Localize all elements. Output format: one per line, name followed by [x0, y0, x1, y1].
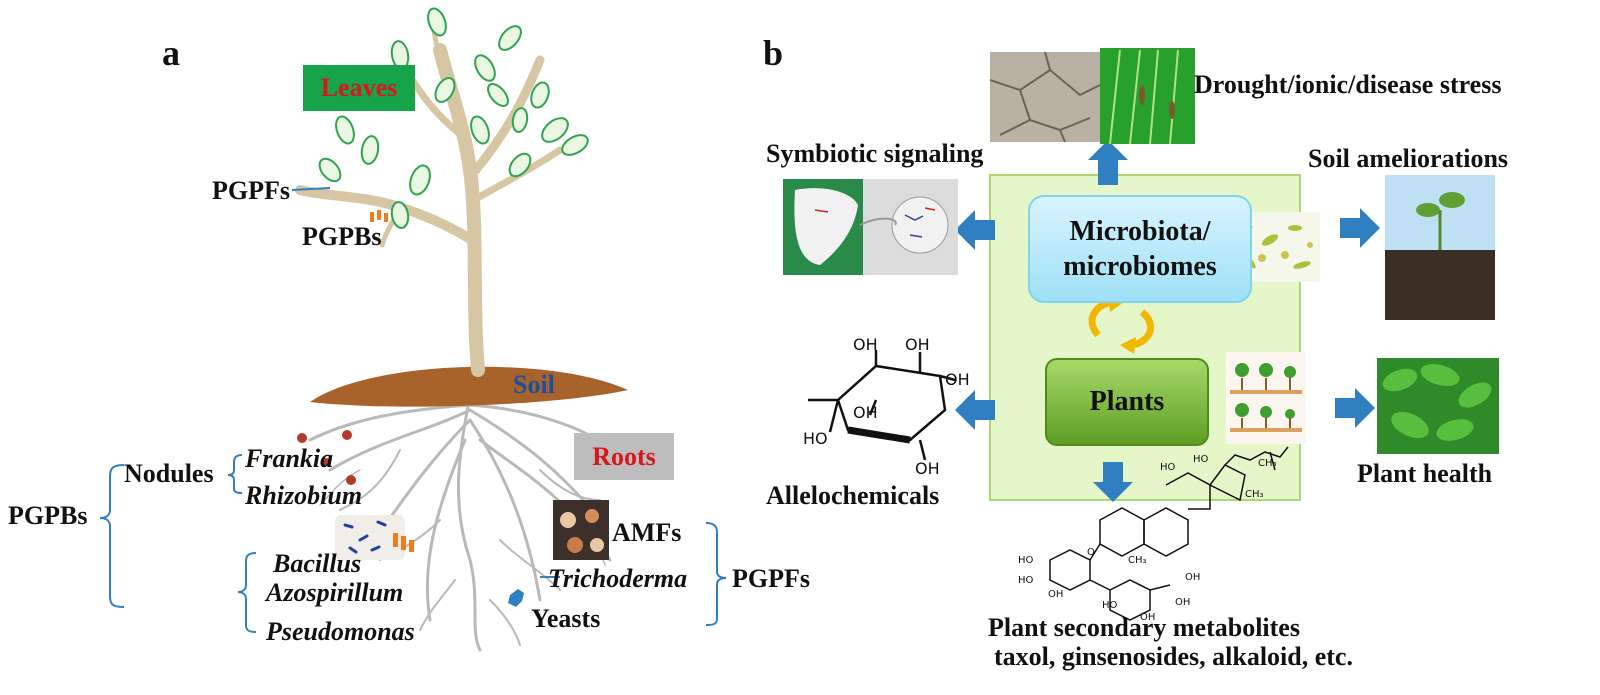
roots-label: Roots [592, 441, 656, 471]
yeasts-label: Yeasts [531, 604, 601, 633]
metabolites-label-line1: Plant secondary metabolites [988, 613, 1300, 642]
svg-text:OH: OH [915, 459, 940, 478]
svg-text:OH: OH [1175, 597, 1190, 608]
drought-stress-label: Drought/ionic/disease stress [1194, 70, 1502, 99]
plants-box: Plants [1045, 358, 1209, 446]
svg-text:HO: HO [1193, 454, 1209, 465]
svg-text:HO: HO [803, 429, 828, 448]
symbiotic-signaling-label: Symbiotic signaling [766, 139, 984, 168]
leaves-label: Leaves [320, 73, 398, 102]
roots-label-box: Roots [574, 433, 674, 480]
drought-photo [989, 48, 1195, 145]
amfs-label: AMFs [612, 518, 682, 547]
svg-text:HO: HO [1102, 600, 1118, 611]
svg-text:OH: OH [853, 335, 878, 354]
metabolite-structure [1049, 446, 1289, 621]
plant-health-photo [1377, 358, 1499, 454]
svg-text:CH₃: CH₃ [1245, 489, 1264, 500]
soil-label: Soil [513, 370, 555, 399]
svg-text:OH: OH [1048, 589, 1063, 600]
svg-text:OH: OH [853, 403, 878, 422]
panel-a-letter: a [162, 33, 180, 73]
flow-arrows [955, 140, 1380, 502]
allelochemicals-label: Allelochemicals [766, 481, 940, 510]
azospirillum-label: Azospirillum [266, 578, 404, 607]
pgpbs-left-label: PGPBs [8, 501, 88, 530]
frankia-label: Frankia [245, 444, 334, 473]
pgpfs-top-pointer [291, 187, 331, 191]
bacillus-label: Bacillus [273, 549, 362, 578]
amf-image [553, 500, 609, 560]
arrow-down-metabolites [1093, 462, 1133, 502]
seedling-photo [1385, 175, 1495, 320]
svg-text:O: O [1087, 547, 1095, 558]
trichoderma-label: Trichoderma [548, 564, 688, 593]
soil-mound [310, 366, 628, 407]
bacteria-cluster-icon [335, 515, 414, 560]
pseudomonas-label: Pseudomonas [266, 617, 415, 646]
yeast-icon [508, 589, 524, 607]
svg-text:CH₃: CH₃ [1128, 555, 1147, 566]
svg-text:CH₃: CH₃ [1258, 458, 1277, 469]
arrow-up-drought [1088, 140, 1128, 185]
soil-ameliorations-label: Soil ameliorations [1308, 144, 1509, 173]
brackets [99, 454, 727, 633]
microbiota-box: Microbiota/ microbiomes [1028, 195, 1252, 303]
pgpfs-top-label: PGPFs [212, 176, 290, 205]
pgpbs-top-label: PGPBs [302, 222, 382, 251]
leaves-label-box: Leaves [303, 65, 415, 111]
nodules-label: Nodules [124, 459, 214, 488]
metabolites-label-line2: taxol, ginsenosides, alkaloid, etc. [994, 642, 1353, 671]
svg-text:OH: OH [1185, 572, 1200, 583]
svg-text:HO: HO [1018, 575, 1034, 586]
symbiotic-signaling-image [783, 179, 958, 275]
svg-text:OH: OH [1140, 612, 1155, 623]
plants-growth-image [1226, 352, 1306, 444]
pgpfs-right-label: PGPFs [732, 564, 810, 593]
arrow-right-health [1335, 388, 1375, 428]
arrow-left-allelo [955, 390, 995, 430]
panel-b-letter: b [763, 33, 784, 73]
arrow-right-soil [1340, 208, 1380, 248]
tree-leaves [318, 7, 589, 229]
arrow-left-symbiotic [955, 210, 995, 250]
cycle-arrows-icon [1088, 298, 1155, 349]
leaf-bacteria-icon [370, 210, 388, 222]
allelochemical-structure [808, 350, 956, 461]
svg-text:HO: HO [1018, 555, 1034, 566]
svg-text:OH: OH [945, 370, 970, 389]
nodules-icon [297, 430, 356, 485]
metabolite-labels: HO HO CH₃ CH₃ O HO HO OH HO OH OH OH CH₃ [1018, 454, 1277, 623]
root-system [308, 393, 632, 652]
microbiota-line2: microbiomes [1063, 251, 1217, 282]
microbiota-line1: Microbiota/ [1069, 216, 1211, 247]
rhizobium-label: Rhizobium [245, 481, 363, 510]
svg-text:OH: OH [905, 335, 930, 354]
allelochemical-labels: OH OH OH OH HO OH [803, 335, 970, 478]
svg-text:HO: HO [1160, 462, 1176, 473]
plants-label: Plants [1089, 386, 1165, 417]
plant-health-label: Plant health [1357, 459, 1493, 488]
